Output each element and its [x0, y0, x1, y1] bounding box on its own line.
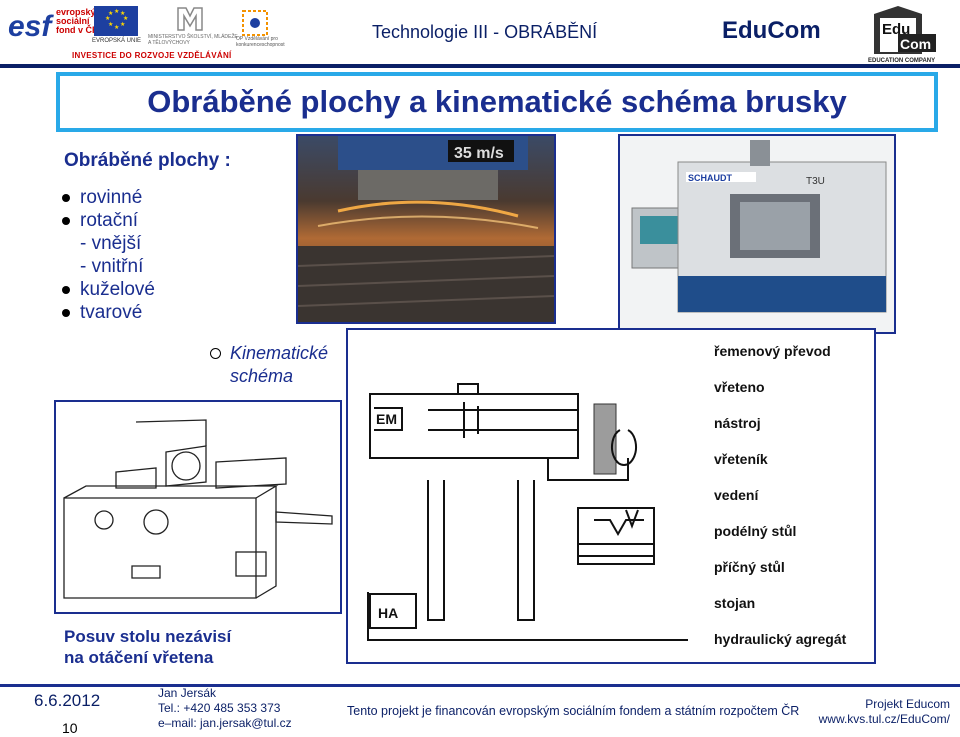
- msmt-caption: MINISTERSTVO ŠKOLSTVÍ, MLÁDEŽE A TĚLOVÝC…: [148, 34, 238, 46]
- kinematic-schema-drawing: EM HA řemenový převod vřeteno nástroj vř…: [348, 330, 874, 662]
- schema-label: stojan: [714, 595, 755, 611]
- schema-label: hydraulický agregát: [714, 631, 847, 647]
- ha-label: HA: [378, 605, 398, 621]
- list-item: rovinné: [60, 186, 155, 209]
- schema-label: podélný stůl: [714, 523, 796, 539]
- op-caption: OP Vzdělávání pro konkurenceschopnost: [236, 36, 296, 48]
- svg-text:★: ★: [114, 8, 119, 15]
- machine-model: T3U: [806, 176, 825, 187]
- note-line: Posuv stolu nezávisí: [64, 626, 324, 647]
- kinematic-schema: EM HA řemenový převod vřeteno nástroj vř…: [346, 328, 876, 664]
- note-line: na otáčení vřetena: [64, 647, 324, 668]
- schema-label: řemenový převod: [714, 343, 831, 359]
- author-phone: Tel.: +420 485 353 373: [158, 701, 292, 716]
- author-email[interactable]: e–mail: jan.jersak@tul.cz: [158, 716, 292, 731]
- educom-wordmark: EduCom: [722, 17, 821, 45]
- em-label: EM: [376, 411, 397, 427]
- list-item: kuželové: [60, 278, 155, 301]
- schema-label: vřeteno: [714, 379, 765, 395]
- kinematic-label-line: schéma: [230, 365, 350, 388]
- eu-stars-icon: ★★★ ★★★ ★★: [94, 6, 138, 36]
- educom-logo: Edu Com: [868, 4, 956, 60]
- footer-divider: [0, 684, 960, 687]
- kinematic-label: Kinematické schéma: [230, 342, 350, 388]
- footer-project: Projekt Educom www.kvs.tul.cz/EduCom/: [812, 697, 950, 727]
- eu-caption: EVROPSKÁ UNIE: [92, 38, 141, 44]
- svg-text:★: ★: [108, 21, 113, 28]
- title-frame: Obráběné plochy a kinematické schéma bru…: [56, 72, 938, 132]
- hollow-bullet-icon: [210, 348, 221, 359]
- deck-title: Technologie III - OBRÁBĚNÍ: [372, 22, 597, 43]
- schema-label: vřeteník: [714, 451, 768, 467]
- grinder-line-drawing: [56, 402, 340, 612]
- grinding-photo: 35 m/s: [296, 134, 556, 324]
- esf-text: esf: [8, 10, 54, 43]
- author-name: Jan Jersák: [158, 686, 292, 701]
- speed-sign: 35 m/s: [454, 145, 504, 162]
- investment-slogan: INVESTICE DO ROZVOJE VZDĚLÁVÁNÍ: [72, 51, 232, 60]
- footer-date: 6.6.2012: [34, 691, 100, 711]
- schema-label-list: řemenový převod vřeteno nástroj vřeteník…: [714, 343, 847, 647]
- cnc-grinder-image: SCHAUDT T3U: [620, 136, 894, 332]
- header-divider: [0, 64, 960, 68]
- svg-text:★: ★: [108, 10, 113, 17]
- svg-text:★: ★: [120, 21, 125, 28]
- list-item: tvarové: [60, 301, 155, 324]
- list-item: rotační: [60, 209, 155, 232]
- subheading: Obráběné plochy :: [64, 150, 231, 172]
- esf-subtitle-line: fond v ČR: [56, 26, 99, 35]
- grinding-sparks-image: 35 m/s: [298, 136, 554, 322]
- machine-brand: SCHAUDT: [688, 173, 733, 183]
- cnc-grinder-photo: SCHAUDT T3U: [618, 134, 896, 334]
- esf-logo: esf: [6, 6, 56, 44]
- logo-letters-bottom: Com: [900, 36, 931, 52]
- eu-flag-logo: ★★★ ★★★ ★★: [94, 6, 138, 36]
- list-subitem: - vnější: [60, 232, 155, 255]
- kinematic-label-line: Kinematické: [230, 342, 350, 365]
- project-name: Projekt Educom: [812, 697, 950, 712]
- grinder-drawing: [54, 400, 342, 614]
- schema-label: nástroj: [714, 415, 761, 431]
- svg-text:★: ★: [114, 24, 119, 31]
- list-subitem: - vnitřní: [60, 255, 155, 278]
- page-number: 10: [62, 720, 78, 736]
- schema-label: příčný stůl: [714, 559, 785, 575]
- funding-note: Tento projekt je financován evropským so…: [347, 704, 799, 718]
- slide-title: Obráběné plochy a kinematické schéma bru…: [60, 84, 934, 120]
- table-feed-note: Posuv stolu nezávisí na otáčení vřetena: [64, 626, 324, 668]
- op-logo: [240, 8, 270, 38]
- surface-list: rovinné rotační - vnější - vnitřní kužel…: [60, 186, 155, 324]
- schema-label: vedení: [714, 487, 759, 503]
- project-url[interactable]: www.kvs.tul.cz/EduCom/: [812, 712, 950, 727]
- down-arrow-icon: [626, 510, 638, 526]
- footer-author: Jan Jersák Tel.: +420 485 353 373 e–mail…: [158, 686, 292, 731]
- esf-subtitle: evropský sociální fond v ČR: [56, 8, 99, 35]
